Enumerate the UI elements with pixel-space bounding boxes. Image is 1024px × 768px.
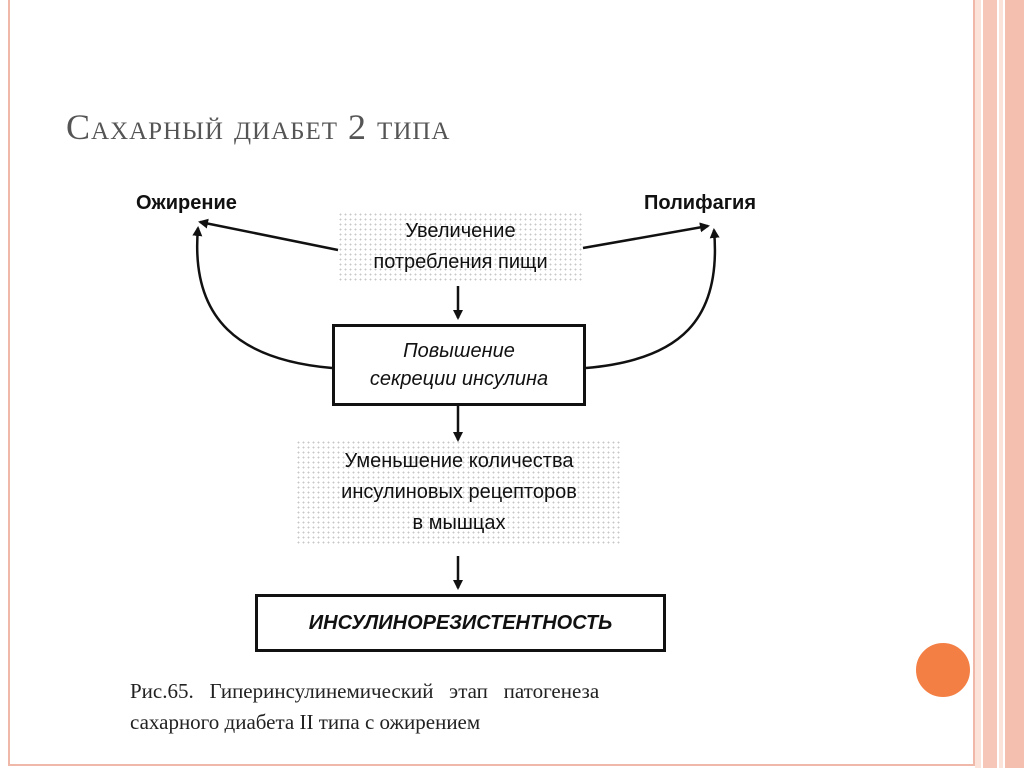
receptors-line3: в мышцах bbox=[412, 512, 506, 534]
figure-caption: Рис.65. Гиперинсулинемический этап патог… bbox=[130, 676, 599, 738]
caption-line1: Рис.65. Гиперинсулинемический этап патог… bbox=[130, 679, 600, 703]
receptors-line2: инсулиновых рецепторов bbox=[341, 481, 577, 503]
curve-to-obesity bbox=[192, 226, 333, 370]
insulin-secretion-line1: Повышение bbox=[403, 340, 515, 362]
insulin-secretion-box: Повышение секреции инсулина bbox=[332, 324, 586, 406]
decorative-stripes bbox=[975, 0, 1024, 768]
insulin-resistance-box: ИНСУЛИНОРЕЗИСТЕНТНОСТЬ bbox=[255, 594, 666, 652]
decorative-circle bbox=[913, 640, 973, 700]
caption-line2: сахарного диабета II типа с ожирением bbox=[130, 710, 481, 734]
slide-title: Сахарный диабет 2 типа bbox=[66, 107, 451, 147]
receptors-line1: Уменьшение количества bbox=[344, 450, 574, 472]
obesity-label: Ожирение bbox=[136, 192, 237, 214]
food-intake-node: Увеличение потребления пищи bbox=[338, 212, 583, 282]
food-intake-line2: потребления пищи bbox=[373, 251, 548, 273]
receptors-node: Уменьшение количества инсулиновых рецепт… bbox=[296, 440, 622, 545]
curve-to-polyphagia bbox=[585, 228, 720, 370]
arrow-to-polyphagia bbox=[582, 222, 710, 250]
insulin-resistance-label: ИНСУЛИНОРЕЗИСТЕНТНОСТЬ bbox=[308, 612, 613, 634]
polyphagia-label: Полифагия bbox=[644, 192, 757, 214]
insulin-secretion-line2: секреции инсулина bbox=[369, 368, 549, 390]
food-intake-line1: Увеличение bbox=[405, 220, 516, 242]
slide-frame bbox=[8, 0, 975, 766]
arrow-to-obesity bbox=[198, 218, 339, 252]
